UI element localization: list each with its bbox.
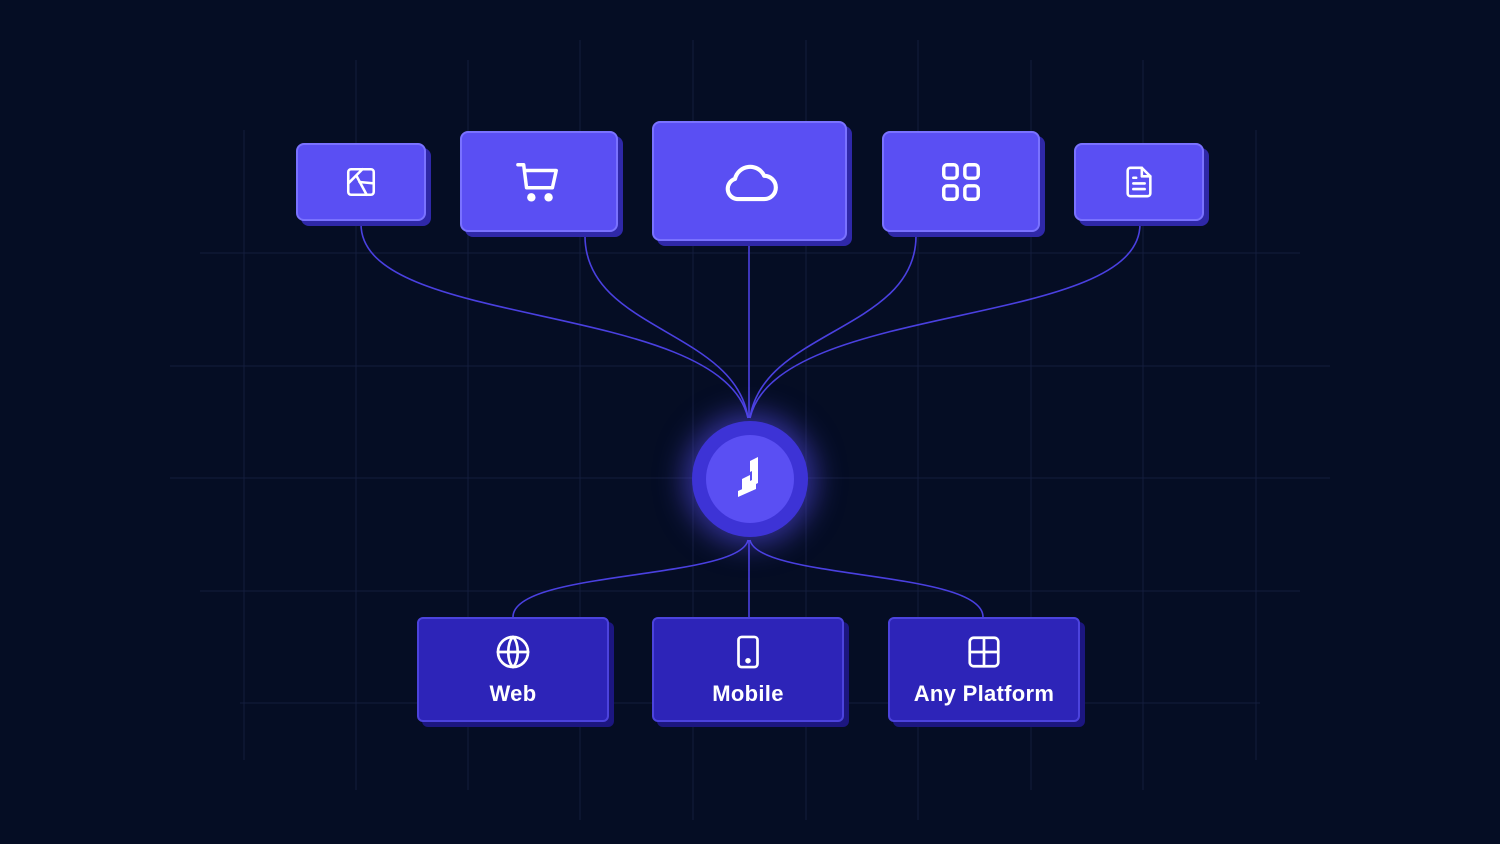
target-label-any-platform: Any Platform [913, 680, 1055, 706]
connector-s4-hub [749, 235, 917, 419]
mobile-device-icon [729, 633, 767, 671]
connector-s1-hub [360, 223, 749, 419]
hub-node [692, 421, 808, 537]
platform-grid-icon [965, 633, 1003, 671]
source-design-file [296, 143, 426, 221]
cloud-icon [719, 150, 781, 212]
connector-s5-hub [749, 223, 1141, 419]
target-any-platform: Any Platform [888, 617, 1080, 722]
shopping-cart-icon [516, 159, 562, 205]
connector-hub-web [512, 539, 749, 618]
target-label-web: Web [489, 680, 537, 706]
hub-logo-icon [730, 457, 770, 501]
apps-grid-icon [938, 159, 984, 205]
connector-s2-hub [584, 235, 749, 419]
source-cloud [652, 121, 847, 241]
globe-icon [494, 633, 532, 671]
target-mobile: Mobile [652, 617, 844, 722]
design-file-icon [344, 165, 378, 199]
target-label-mobile: Mobile [712, 680, 784, 706]
target-web: Web [417, 617, 609, 722]
connectors [360, 223, 1141, 618]
connector-hub-any [749, 539, 984, 618]
hub-node-inner [706, 435, 794, 523]
source-apps [882, 131, 1040, 232]
document-icon [1122, 165, 1156, 199]
source-document [1074, 143, 1204, 221]
source-commerce [460, 131, 618, 232]
